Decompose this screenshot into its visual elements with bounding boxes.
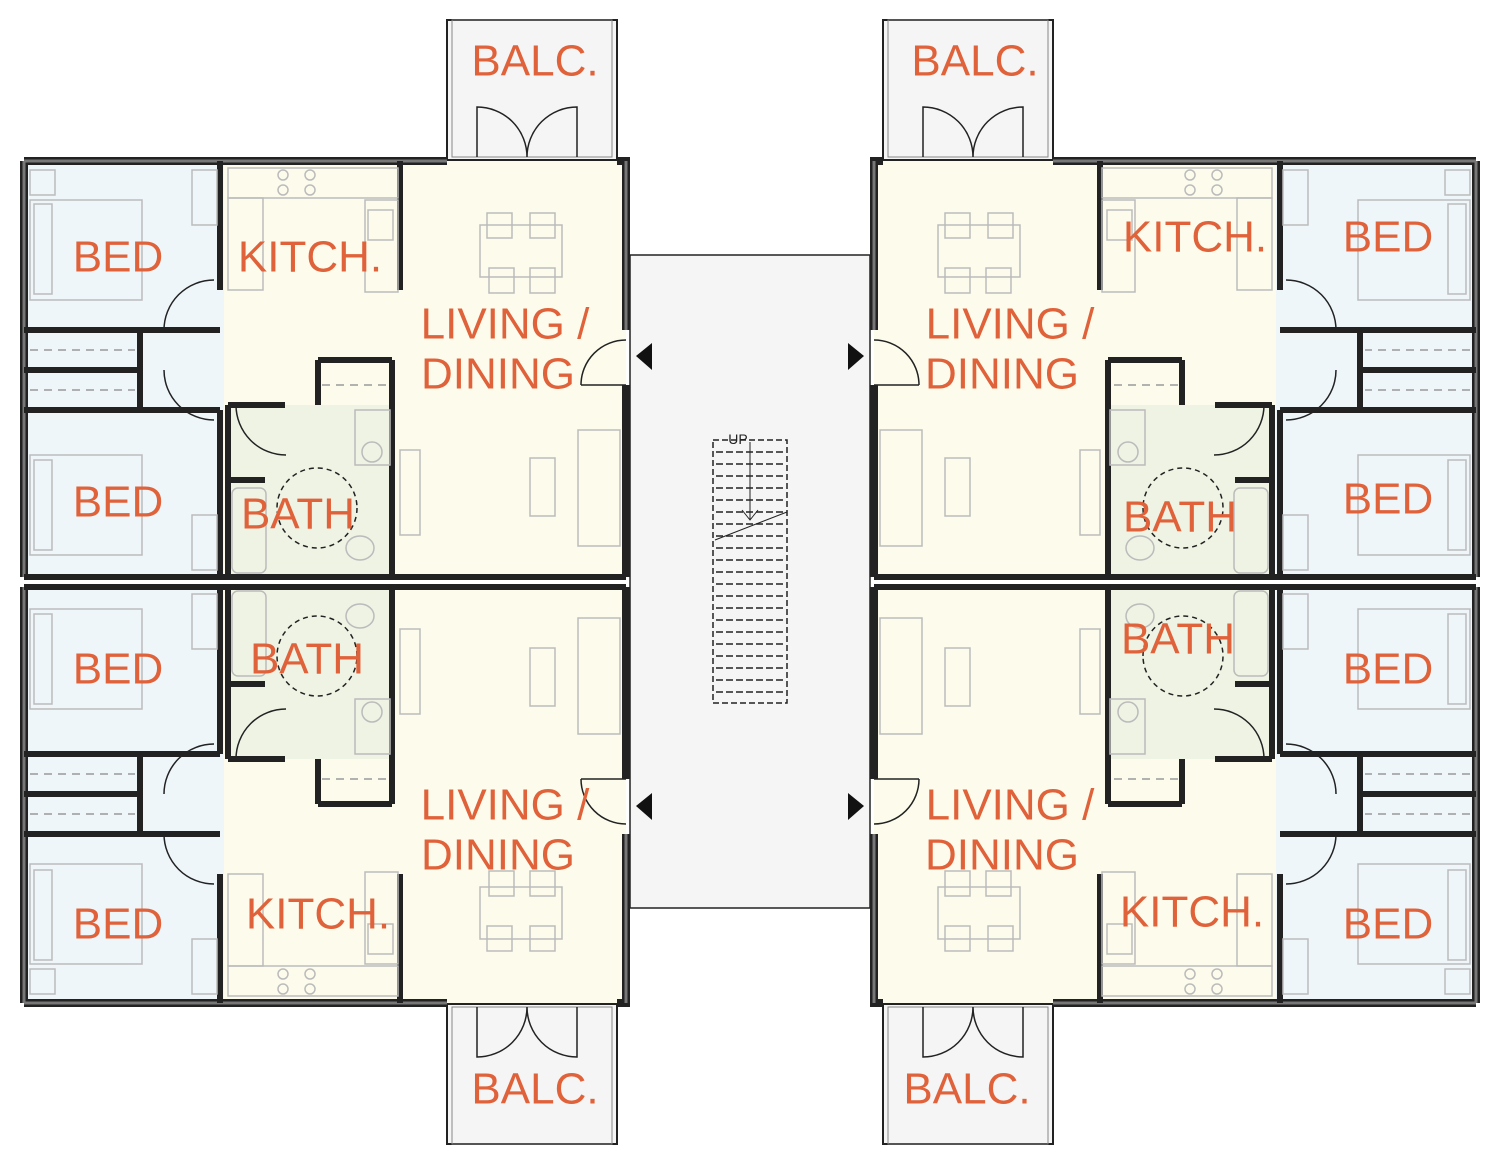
entry-arrow-icon xyxy=(848,793,864,820)
dining-label: DINING xyxy=(925,350,1079,399)
bedroom-label: BED xyxy=(73,233,163,282)
entry-arrow-icon xyxy=(636,343,652,370)
bath-label: BATH xyxy=(1121,615,1235,664)
living-label: LIVING / xyxy=(926,781,1095,830)
unit-top-left-labels: BALC. BED KITCH. LIVING / DINING BED BAT… xyxy=(73,37,599,539)
stair-up-label: UP xyxy=(728,431,747,447)
balcony-label: BALC. xyxy=(471,37,598,86)
dining-label: DINING xyxy=(421,350,575,399)
balcony-label: BALC. xyxy=(911,37,1038,86)
unit-top-right-labels: BALC. KITCH. BED LIVING / DINING BATH BE… xyxy=(911,37,1433,542)
bath-label: BATH xyxy=(241,490,355,539)
bath-label: BATH xyxy=(1123,493,1237,542)
living-label: LIVING / xyxy=(421,781,590,830)
bedroom-label: BED xyxy=(73,478,163,527)
balcony-label: BALC. xyxy=(903,1065,1030,1114)
kitchen-label: KITCH. xyxy=(1123,213,1267,262)
bath-label: BATH xyxy=(250,635,364,684)
bedroom-label: BED xyxy=(1343,645,1433,694)
dining-label: DINING xyxy=(421,831,575,880)
entry-arrow-icon xyxy=(636,793,652,820)
kitchen-label: KITCH. xyxy=(1120,888,1264,937)
corridor xyxy=(629,254,871,909)
entry-arrow-icon xyxy=(848,343,864,370)
bedroom-label: BED xyxy=(73,900,163,949)
bedroom-label: BED xyxy=(1343,213,1433,262)
unit-bottom-left-labels: BALC. BED BATH LIVING / DINING BED KITCH… xyxy=(73,635,599,1114)
kitchen-label: KITCH. xyxy=(246,890,390,939)
balcony-label: BALC. xyxy=(471,1065,598,1114)
bedroom-label: BED xyxy=(1343,900,1433,949)
living-label: LIVING / xyxy=(421,300,590,349)
kitchen-label: KITCH. xyxy=(238,233,382,282)
dining-label: DINING xyxy=(925,831,1079,880)
unit-bottom-right-labels: BALC. BATH BED LIVING / DINING KITCH. BE… xyxy=(903,615,1433,1114)
stair: UP xyxy=(712,431,788,704)
bedroom-label: BED xyxy=(73,645,163,694)
living-label: LIVING / xyxy=(926,300,1095,349)
bedroom-label: BED xyxy=(1343,475,1433,524)
